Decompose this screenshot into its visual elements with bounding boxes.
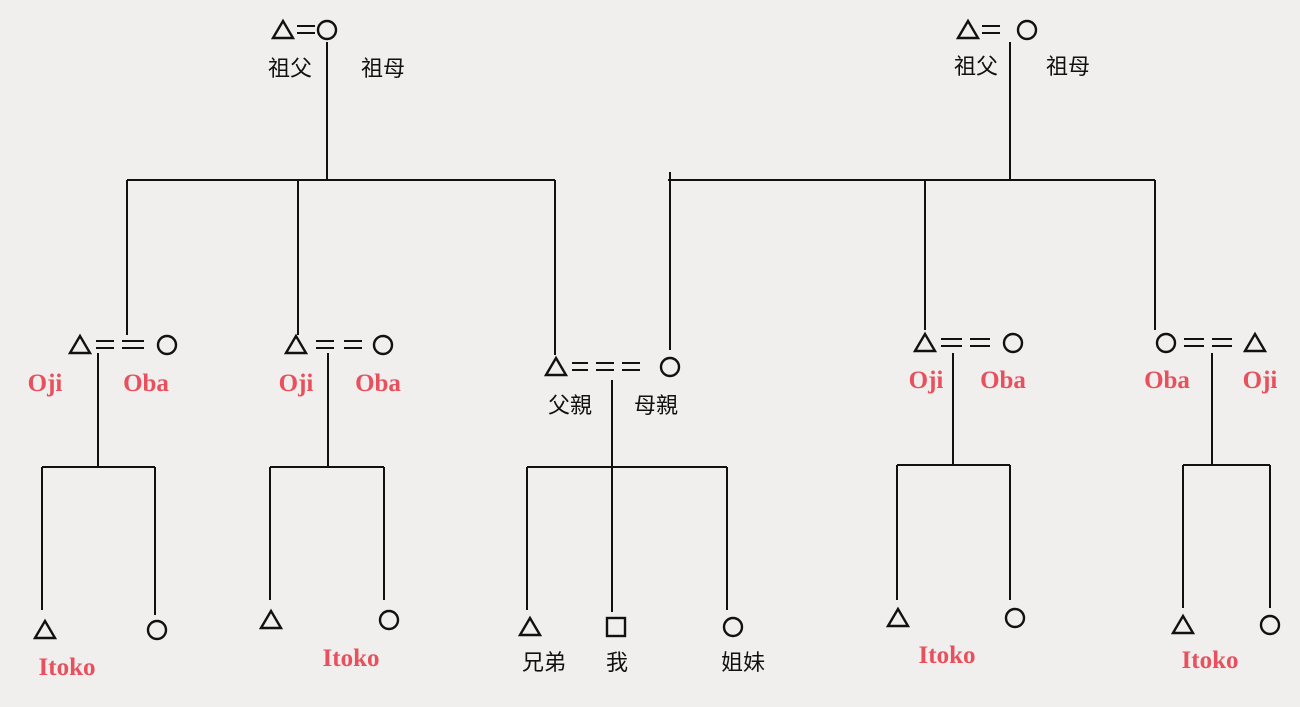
- male-triangle-icon: [886, 607, 910, 628]
- aunt-label: Oba: [355, 370, 401, 397]
- marriage-line: [941, 338, 990, 347]
- female-circle-icon: [1259, 614, 1281, 636]
- female-circle-icon: [722, 616, 744, 638]
- descent-lines: [126, 42, 556, 355]
- female-circle-icon: [372, 334, 394, 356]
- descent-lines: [668, 42, 1156, 350]
- marriage-line: [572, 362, 640, 371]
- marriage-line: [297, 25, 315, 34]
- male-triangle-icon: [68, 334, 92, 355]
- male-triangle-icon: [33, 619, 57, 640]
- brothers-label: 兄弟: [522, 651, 566, 676]
- grandmother-label: 祖母: [361, 57, 405, 82]
- male-triangle-icon: [271, 19, 295, 40]
- male-triangle-icon: [1243, 332, 1267, 353]
- uncle-label: Oji: [28, 370, 63, 397]
- marriage-line: [96, 340, 144, 349]
- ego-label: 我: [606, 651, 628, 676]
- male-triangle-icon: [259, 609, 283, 630]
- paternal-grandparents: 祖父 祖母: [126, 19, 556, 355]
- male-triangle-icon: [1171, 614, 1195, 635]
- marriage-line: [316, 340, 362, 349]
- uncle-label: Oji: [279, 370, 314, 397]
- grandfather-label: 祖父: [954, 55, 998, 80]
- female-circle-icon: [1016, 19, 1038, 41]
- female-circle-icon: [1002, 332, 1024, 354]
- aunt-label: Oba: [1144, 367, 1190, 394]
- uncle-label: Oji: [909, 367, 944, 394]
- female-circle-icon: [156, 334, 178, 356]
- male-triangle-icon: [284, 334, 308, 355]
- grandfather-label: 祖父: [268, 57, 312, 82]
- marriage-line: [982, 25, 1000, 34]
- female-circle-icon: [1004, 607, 1026, 629]
- female-circle-icon: [1155, 332, 1177, 354]
- cousin-label: Itoko: [919, 642, 976, 669]
- descent-lines: [41, 353, 156, 615]
- mother-label: 母親: [634, 394, 678, 419]
- father-label: 父親: [548, 394, 592, 419]
- female-circle-icon: [146, 619, 168, 641]
- marriage-line: [1184, 338, 1232, 347]
- family-a: Oji Oba Itoko: [28, 334, 178, 681]
- female-circle-icon: [316, 19, 338, 41]
- family-b: Oji Oba Itoko: [259, 334, 401, 672]
- grandmother-label: 祖母: [1046, 55, 1090, 80]
- cousin-label: Itoko: [323, 645, 380, 672]
- descent-lines: [526, 380, 728, 612]
- male-triangle-icon: [956, 19, 980, 40]
- parents-family: 父親 母親 兄弟 我 姐妹: [518, 356, 765, 676]
- uncle-label: Oji: [1243, 367, 1278, 394]
- sisters-label: 姐妹: [721, 651, 765, 676]
- descent-lines: [1182, 353, 1271, 608]
- family-e: Oba Oji Itoko: [1144, 332, 1281, 674]
- male-triangle-icon: [913, 332, 937, 353]
- aunt-label: Oba: [123, 370, 169, 397]
- cousin-label: Itoko: [1182, 647, 1239, 674]
- ego-square-icon: [605, 616, 627, 638]
- family-d: Oji Oba Itoko: [886, 332, 1026, 669]
- female-circle-icon: [659, 356, 681, 378]
- descent-lines: [896, 353, 1011, 600]
- descent-lines: [269, 353, 385, 600]
- cousin-label: Itoko: [39, 654, 96, 681]
- male-triangle-icon: [518, 616, 542, 637]
- female-circle-icon: [378, 609, 400, 631]
- maternal-grandparents: 祖父 祖母: [668, 19, 1156, 350]
- male-triangle-icon: [544, 356, 568, 377]
- aunt-label: Oba: [980, 367, 1026, 394]
